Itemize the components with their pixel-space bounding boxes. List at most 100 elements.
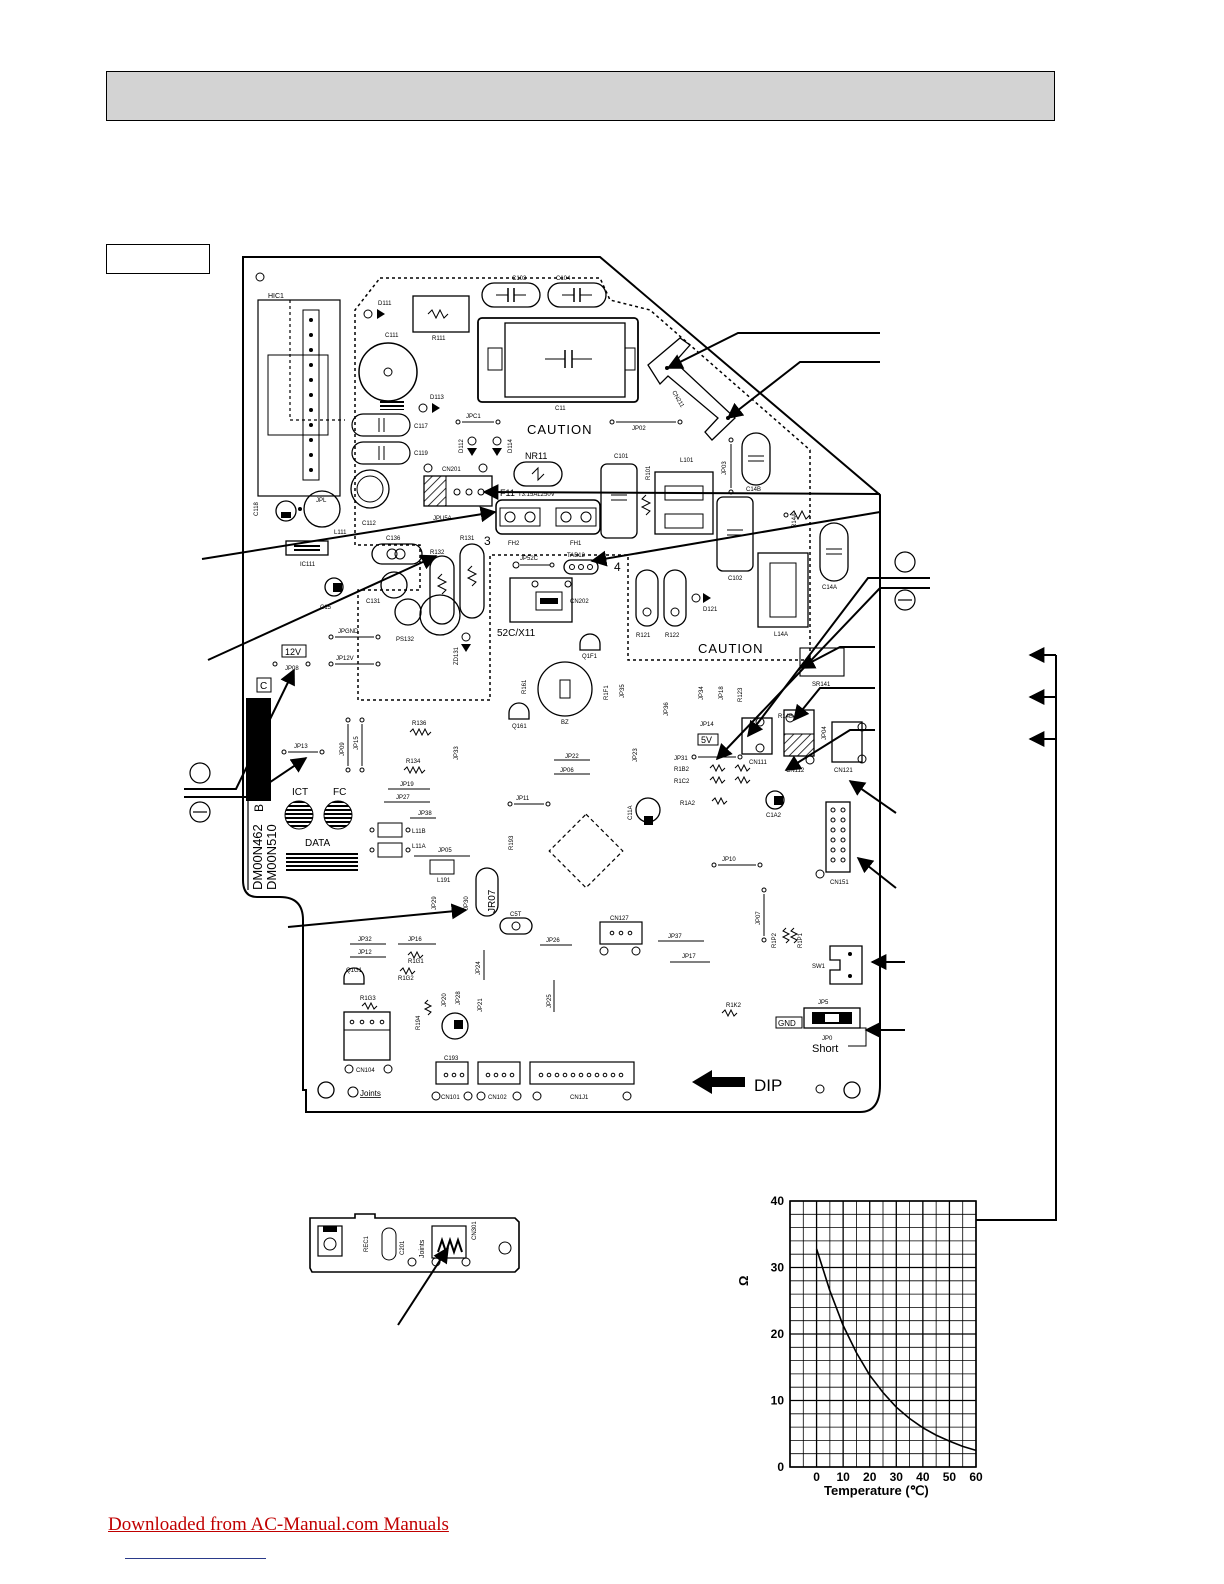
capacitor-c112: C112 [350, 469, 390, 527]
test-pad-fc [323, 800, 353, 830]
buzzer-bz: BZ R161 R1F1 JP35 [522, 661, 626, 726]
cn101-label: CN101 [441, 1095, 460, 1101]
r101-label: R101 [646, 465, 652, 480]
jp13-label: JP13 [294, 744, 308, 750]
c112-label: C112 [362, 521, 377, 527]
jp18-label: JP18 [719, 686, 725, 700]
edge-connector-strip [246, 698, 271, 801]
c131-label: C131 [366, 599, 381, 605]
connector-cn151: CN151 [815, 801, 851, 886]
resistor-r1k2: R1K2 [721, 1003, 742, 1018]
jp26-label: JP26 [546, 938, 560, 944]
r111-label: R111 [432, 336, 446, 342]
jp22-label: JP22 [565, 754, 579, 760]
chart-y-tick-label: 40 [771, 1194, 785, 1208]
inductor-l11a: L11A [369, 842, 426, 858]
cn112-label: CN112 [786, 768, 805, 774]
r1g1-label: R1G1 [408, 959, 424, 965]
jp16-label: JP16 [408, 937, 422, 943]
r1p2-label: R1P2 [772, 932, 778, 948]
dip-arrow-icon [692, 1070, 745, 1094]
diode-d111: D111 [363, 301, 392, 319]
jp29-label: JP29 [432, 896, 438, 910]
jpl-label: JPL [316, 498, 327, 504]
tab-tab12: TAB12 [563, 553, 599, 575]
capacitor-c14b: C14B [741, 432, 771, 493]
c136-label: C136 [386, 536, 401, 542]
ic111-label: IC111 [300, 562, 316, 568]
diode-d114: D114 [492, 436, 514, 456]
caution-label-bottom: CAUTION [698, 641, 764, 656]
jp14-label: JP14 [700, 722, 714, 728]
c14b-label: C14B [746, 487, 761, 493]
c15-label: C15 [320, 605, 332, 611]
switch-sw1: SW1 [812, 945, 863, 985]
resistor-jr07: JR07 JP30 JP29 [432, 867, 499, 917]
connector-cn211: CN211 [647, 337, 736, 441]
c193-label: C193 [444, 1056, 459, 1062]
jp02-label: JP02 [632, 426, 646, 432]
transistor-q1f1: Q1F1 [579, 633, 601, 660]
jumper-jp07: JP07 [756, 887, 767, 943]
bz-label: BZ [561, 720, 569, 726]
chart-y-tick-label: 0 [777, 1460, 784, 1474]
fh2-label: FH2 [508, 541, 520, 547]
jp21-label: JP21 [478, 998, 484, 1012]
jp0-label: JP0 [822, 1036, 833, 1042]
c5t-label: C5T [510, 912, 522, 918]
connector-cn1j1: CN1J1 [529, 1061, 635, 1101]
d121-label: D121 [703, 607, 718, 613]
jr07-label: JR07 [487, 889, 498, 913]
resistor-r101: R101 [640, 465, 652, 516]
jp17-label: JP17 [682, 954, 696, 960]
footer-download-link[interactable]: Downloaded from AC-Manual.com Manuals [108, 1514, 449, 1535]
chart-y-axis-label: Ω [736, 1276, 751, 1286]
q161-label: Q161 [512, 724, 527, 730]
voltage-12v-label: 12V [285, 647, 301, 657]
jp52c-label: JP52C [520, 556, 539, 562]
jp28-label: JP28 [456, 991, 462, 1005]
jp12v-label: JP12V [336, 656, 354, 662]
relay-label: 52C/X11 [497, 628, 536, 639]
cn121-label: CN121 [834, 768, 853, 774]
jumper-jp31: JP31 [674, 754, 743, 762]
c14a-label: C14A [822, 585, 837, 591]
cn201-label: CN201 [442, 467, 461, 473]
cn104-label: CN104 [356, 1068, 375, 1074]
figure-label-box [106, 244, 210, 274]
jp33-label: JP33 [454, 746, 460, 760]
chart-y-tick-label: 30 [771, 1261, 785, 1275]
c111-label: C111 [385, 333, 399, 339]
title-bar [106, 71, 1055, 121]
rec1-label: REC1 [364, 1235, 370, 1252]
varistor-nr11: NR11 [513, 451, 563, 487]
capacitor-c104: C104 [547, 276, 607, 308]
inductor-l191: L191 [429, 859, 455, 884]
ict-label: ICT [292, 787, 308, 798]
resistor-sr141: SR141 [799, 647, 845, 688]
short-label: Short [812, 1043, 838, 1055]
d113-label: D113 [430, 395, 445, 401]
r193-label: R193 [509, 835, 515, 850]
receiver-board: REC1 C201 Joints CN301 [309, 1213, 520, 1273]
voltage-5v-label: 5V [701, 735, 712, 745]
r161-label: R161 [522, 679, 528, 694]
board-suffix-label: B [252, 804, 266, 812]
test-pad-ict [284, 800, 314, 830]
jp06-label: JP06 [560, 768, 574, 774]
resistor-r1g3: R1G3 [360, 996, 378, 1011]
jpu5a-label: JPU5A [433, 516, 452, 522]
jpc1-label: JPC1 [466, 414, 481, 420]
d114-label: D114 [508, 438, 514, 453]
c1a2-label: C1A2 [766, 813, 782, 819]
capacitor-c131: C131 [366, 571, 408, 605]
hic1-module: HIC1 [257, 293, 341, 497]
r1g3-label: R1G3 [360, 996, 376, 1002]
jp23-label: JP23 [633, 748, 639, 762]
jumper-jp15: JP15 [354, 717, 365, 773]
jumper-jp52c: JP52C [512, 556, 555, 569]
cn1j1-label: CN1J1 [570, 1095, 589, 1101]
capacitor-jpl: JPL L111 [298, 490, 347, 536]
